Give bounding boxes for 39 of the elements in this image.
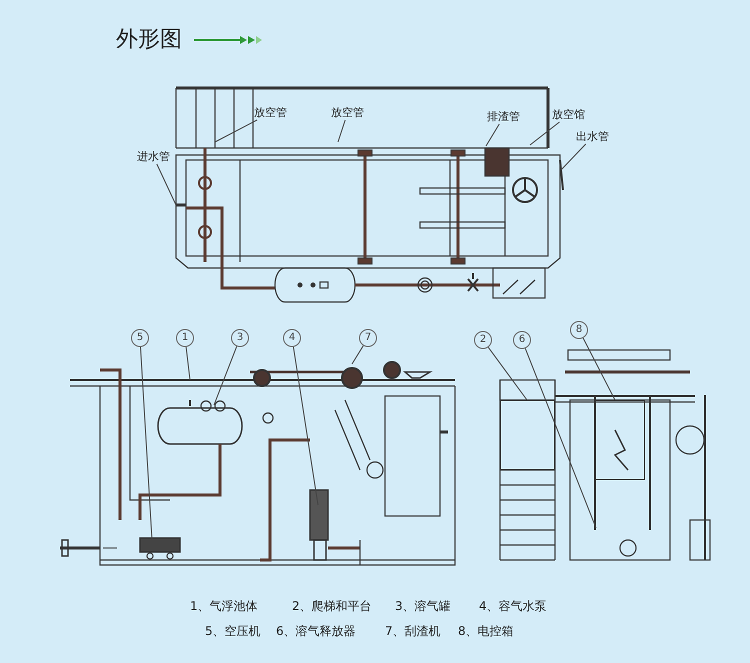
legend-text: 1、气浮池体 <box>190 598 258 615</box>
leader-line <box>530 122 560 146</box>
leader-line <box>560 144 586 170</box>
pipe-label: 放空管 <box>331 106 364 120</box>
legend-text: 2、爬梯和平台 <box>292 598 372 615</box>
leader-line <box>214 346 238 406</box>
pipe-label: 出水管 <box>576 130 609 144</box>
callout-number: 5 <box>131 329 149 347</box>
leader-line <box>352 345 364 364</box>
legend-text: 5、空压机 <box>205 623 261 640</box>
leader-line <box>140 346 152 540</box>
legend-text: 6、溶气释放器 <box>276 623 356 640</box>
callout-number: 3 <box>231 329 249 347</box>
leader-line <box>524 348 596 528</box>
leader-line <box>582 338 616 400</box>
callout-number: 7 <box>359 329 377 347</box>
leader-line <box>338 120 346 142</box>
callout-number: 6 <box>513 331 531 349</box>
leader-line <box>486 124 500 146</box>
leader-line <box>156 164 176 206</box>
leader-line <box>292 346 318 506</box>
control-cabinet <box>595 400 645 480</box>
legend-text: 4、容气水泵 <box>479 598 547 615</box>
legend-text: 7、刮渣机 <box>385 623 441 640</box>
pipe-label: 进水管 <box>137 150 170 164</box>
callout-number: 8 <box>570 321 588 339</box>
leader-line <box>488 346 528 400</box>
title: 外形图 <box>116 26 182 54</box>
callout-number: 1 <box>176 329 194 347</box>
pipe-label: 放空馆 <box>552 108 585 122</box>
leader-line <box>214 120 258 142</box>
pipe-label: 放空管 <box>254 106 287 120</box>
ladder-frame <box>500 400 555 470</box>
pipe-label: 排渣管 <box>487 110 520 124</box>
leader-line <box>186 346 190 380</box>
legend-text: 3、溶气罐 <box>395 598 451 615</box>
callout-number: 2 <box>474 331 492 349</box>
legend-text: 8、电控箱 <box>458 623 514 640</box>
callout-number: 4 <box>283 329 301 347</box>
